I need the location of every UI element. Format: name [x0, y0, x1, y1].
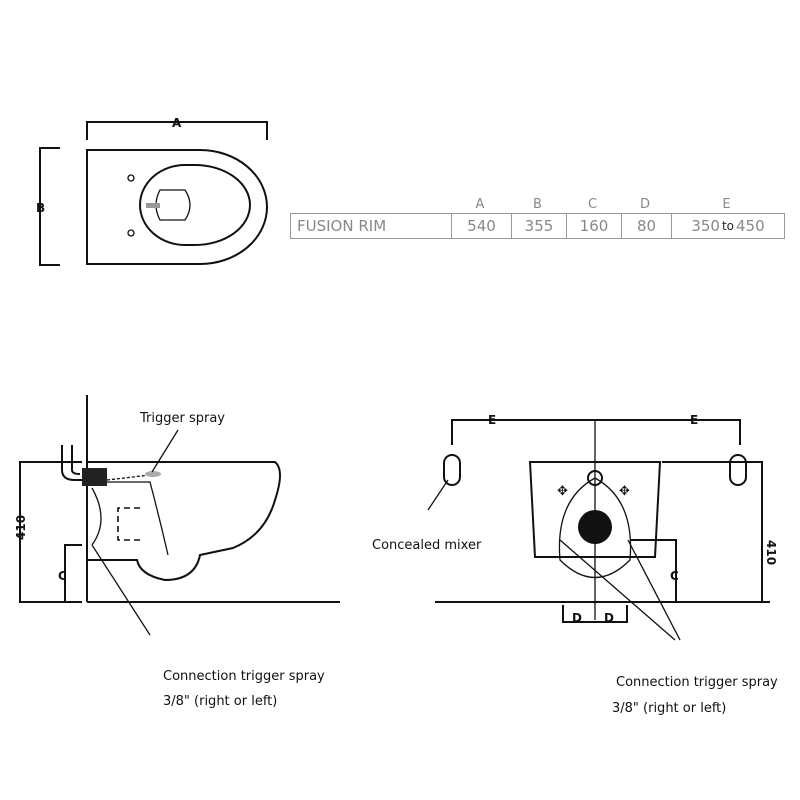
connection-label: Connection trigger spray [163, 669, 325, 684]
spray-nozzle [145, 471, 161, 477]
trigger-spray-label: Trigger spray [139, 411, 225, 426]
bowl-front-outline [528, 461, 662, 558]
height-dim-front [662, 461, 763, 603]
value-c: 160 [566, 214, 621, 238]
dim-d-line [562, 605, 628, 623]
mixer-left [443, 454, 461, 486]
connection-leader [91, 544, 151, 636]
value-b: 355 [511, 214, 566, 238]
value-e-to: 450 [736, 217, 765, 235]
dim-d-left-label: D [572, 611, 582, 625]
bowl-trap [107, 481, 169, 556]
supply-pipes [61, 445, 82, 481]
bowl-outline-top [86, 149, 268, 265]
connection-size-label: 3/8" (right or left) [163, 694, 277, 709]
fixing-hole-top [127, 174, 135, 182]
dim-e-right-label: E [690, 413, 698, 427]
inner-bowl [155, 189, 191, 221]
connection-leaders-front [559, 539, 681, 641]
mixer-right [729, 454, 747, 486]
flexible-hose [91, 487, 102, 546]
dim-a-line [86, 121, 268, 140]
spray-hose [106, 474, 151, 481]
dim-c-front [630, 539, 677, 602]
side-view: 410 C Trigger spray Connection trigger s… [14, 395, 340, 709]
height-label-front: 410 [764, 540, 778, 565]
dim-a-label: A [172, 116, 182, 130]
header-a: A [475, 196, 485, 212]
dim-c-label: C [58, 569, 67, 583]
value-e: 350 to 450 [671, 214, 784, 238]
spray-nozzle-top [146, 203, 160, 208]
flush-inlet [587, 470, 603, 486]
model-name: FUSION RIM [297, 217, 387, 235]
waste-outlet [578, 510, 612, 544]
valve-block [82, 468, 107, 486]
dim-b-label: B [36, 201, 45, 215]
seat-opening [139, 164, 251, 246]
concealed-mixer-label: Concealed mixer [372, 538, 482, 553]
dim-e-left-label: E [488, 413, 496, 427]
value-d: 80 [621, 214, 671, 238]
value-a: 540 [451, 214, 511, 238]
connection-size-label-front: 3/8" (right or left) [612, 701, 726, 716]
front-view: E E Concealed mixer ✥ ✥ 410 C D D Connec… [372, 413, 778, 716]
header-c: C [587, 196, 598, 212]
mixer-leader [427, 479, 449, 511]
table-row: FUSION RIM 540 355 160 80 350 to 450 [290, 213, 785, 239]
fixing-left-icon: ✥ [557, 484, 568, 499]
seat-front [558, 477, 632, 579]
height-label: 410 [14, 515, 28, 540]
dim-b-line [39, 147, 60, 266]
dim-c-line [64, 544, 82, 602]
waste-outlet-dashed [117, 507, 140, 541]
fixing-hole-bottom [127, 229, 135, 237]
value-e-to-word: to [721, 219, 735, 233]
top-view: A B [36, 116, 268, 266]
dim-c-label-front: C [670, 569, 679, 583]
value-e-from: 350 [691, 217, 720, 235]
connection-label-front: Connection trigger spray [616, 675, 778, 690]
dimension-table: A B C D E FUSION RIM 540 355 160 80 350 … [290, 195, 785, 239]
dim-e-line [451, 419, 741, 445]
header-e: E [722, 196, 731, 212]
header-b: B [533, 196, 542, 212]
bowl-side-outline [87, 461, 281, 582]
table-header: A B C D E [290, 195, 785, 213]
height-dim-line [19, 461, 82, 603]
fixing-right-icon: ✥ [619, 484, 630, 499]
header-d: D [639, 196, 650, 212]
trigger-spray-leader [151, 429, 179, 473]
dim-d-right-label: D [604, 611, 614, 625]
